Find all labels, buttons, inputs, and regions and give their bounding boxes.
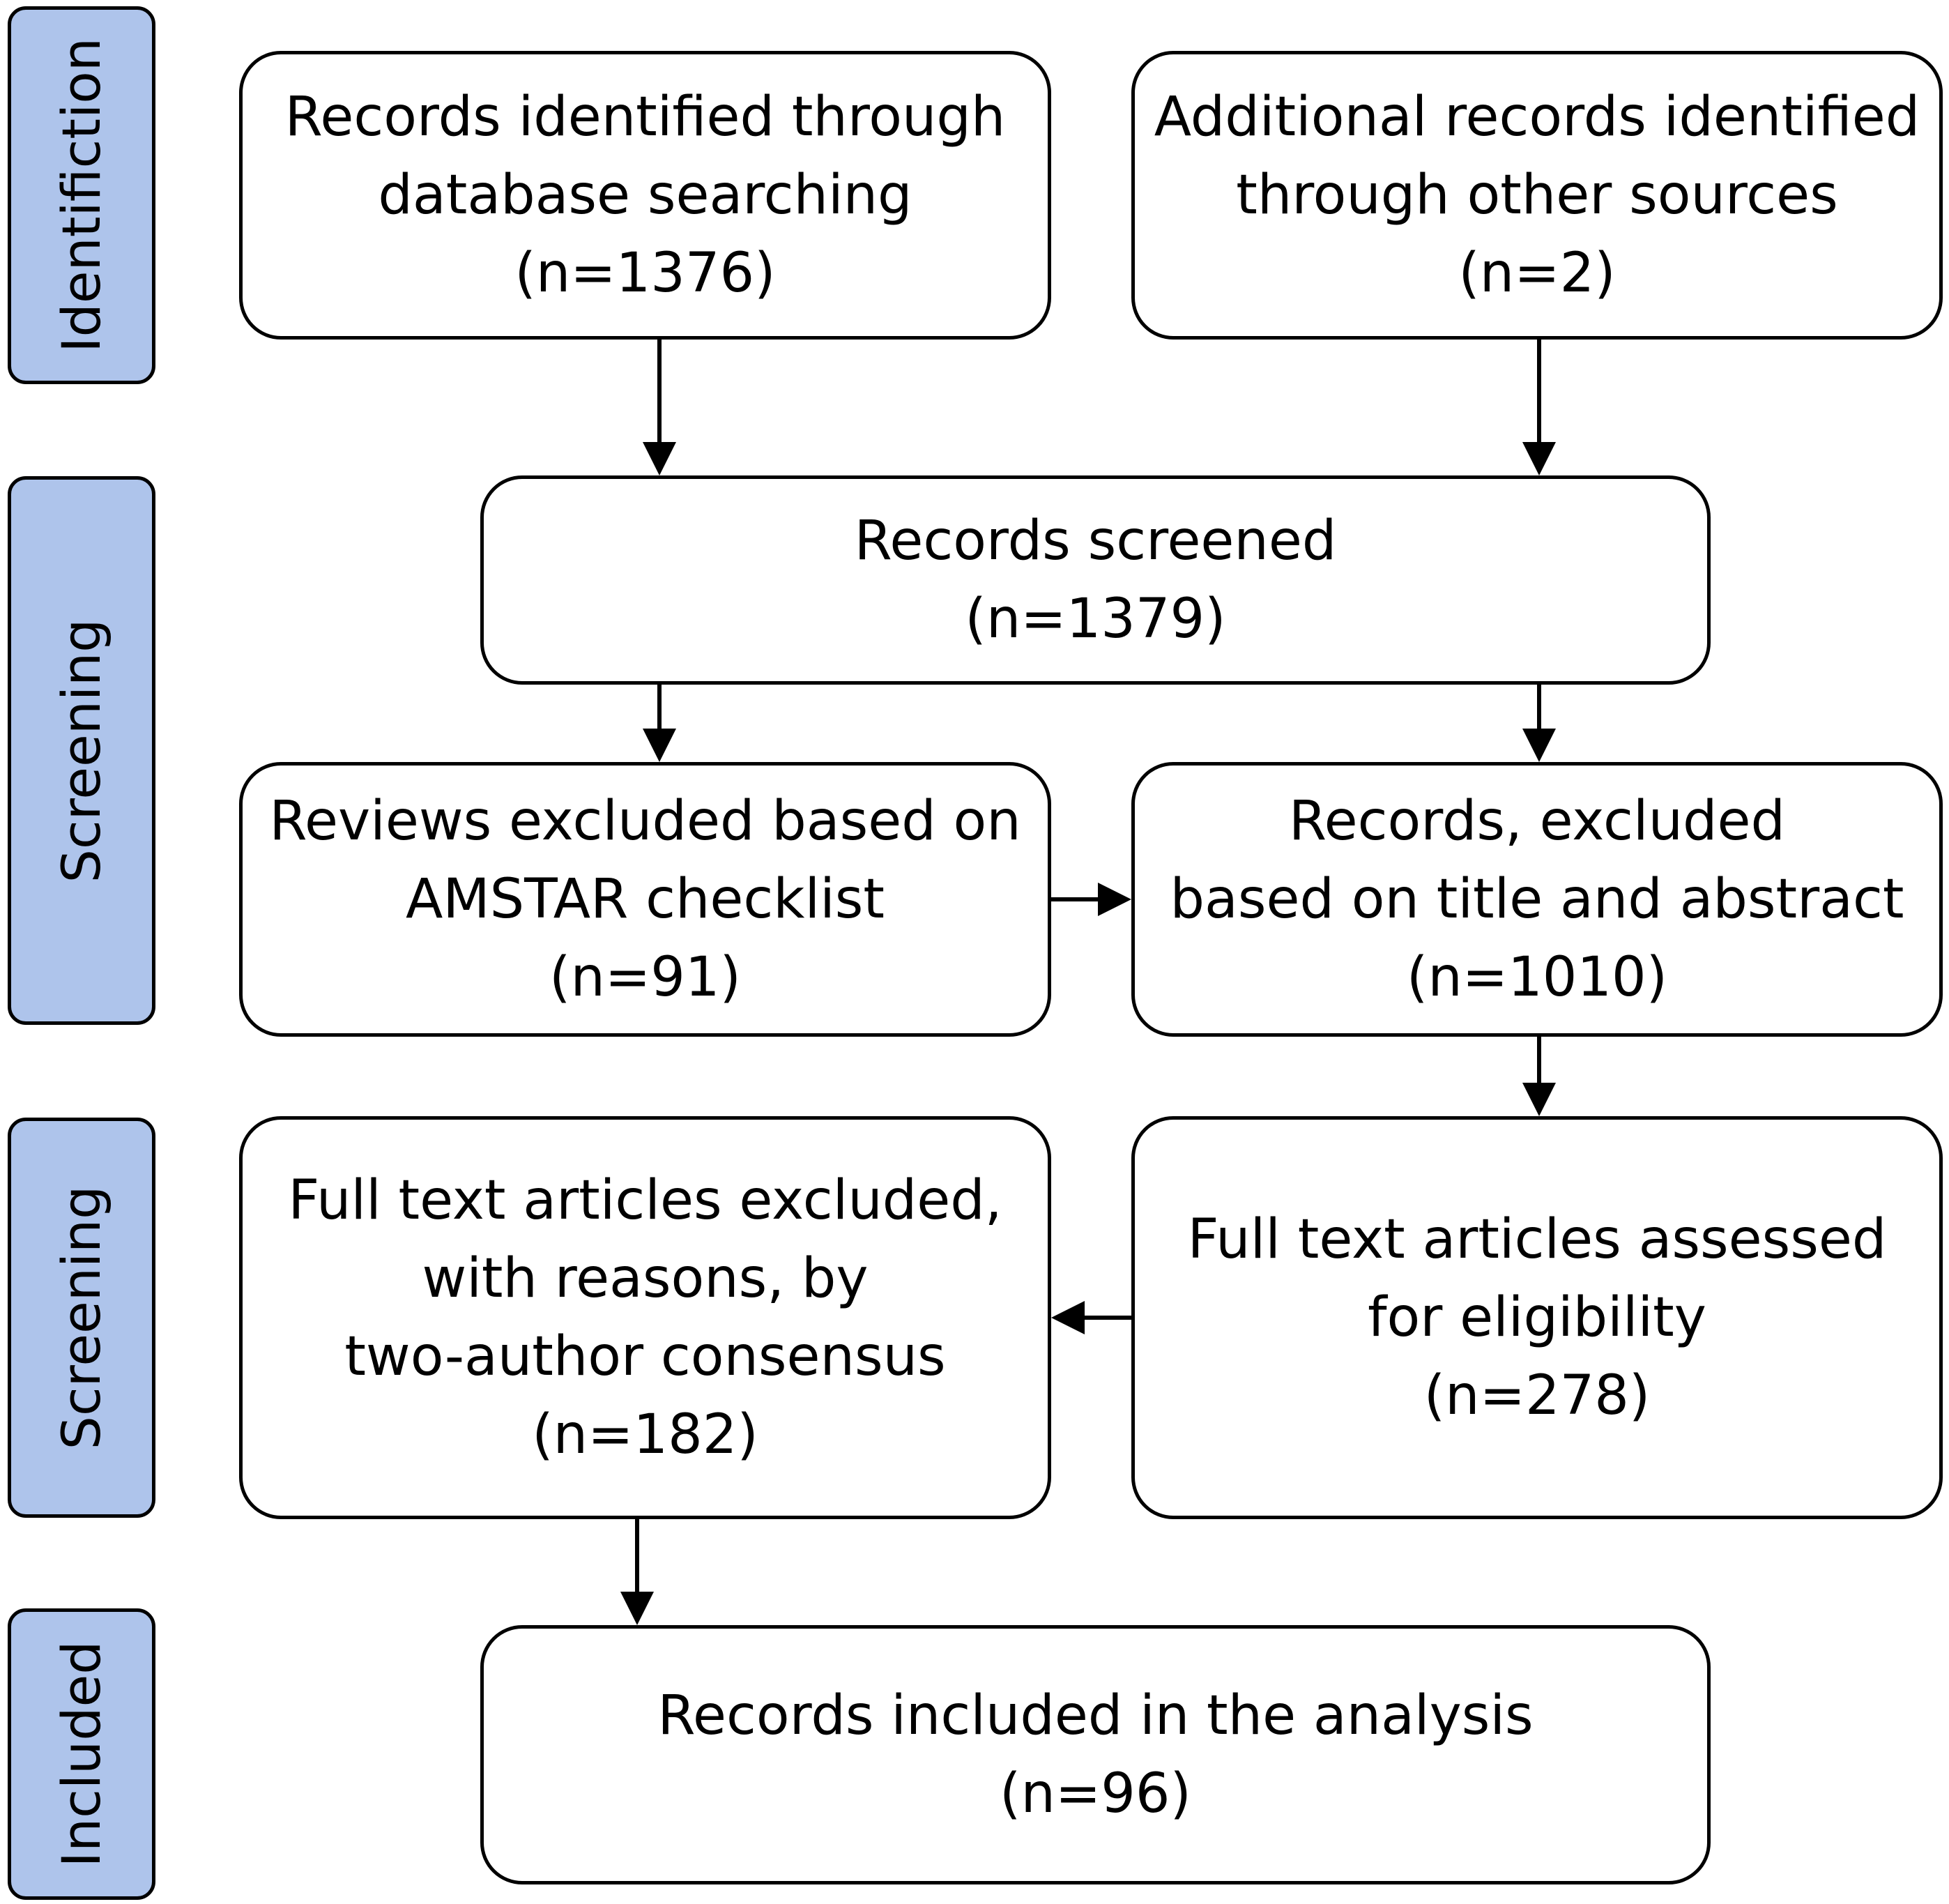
box-amstar-excluded-line-2: AMSTAR checklist: [405, 868, 885, 931]
box-title-abstract-excluded-line-1: Records, excluded: [1288, 790, 1786, 853]
box-other-sources: Additional records identified through ot…: [1131, 51, 1943, 340]
box-records-included-count: (n=96): [1000, 1762, 1191, 1825]
box-title-abstract-excluded: Records, excluded based on title and abs…: [1131, 762, 1943, 1037]
box-records-screened: Records screened (n=1379): [480, 475, 1711, 685]
box-fulltext-assessed-count: (n=278): [1423, 1364, 1651, 1427]
box-fulltext-assessed-line-2: for eligibility: [1368, 1286, 1706, 1349]
box-title-abstract-excluded-count: (n=1010): [1406, 946, 1668, 1009]
box-amstar-excluded: Reviews excluded based on AMSTAR checkli…: [239, 762, 1051, 1037]
stage-screening-2: Screening: [8, 1118, 155, 1518]
box-other-sources-count: (n=2): [1458, 242, 1616, 305]
box-records-included-line-1: Records included in the analysis: [657, 1684, 1534, 1747]
box-records-included: Records included in the analysis (n=96): [480, 1625, 1711, 1884]
box-database-records-line-2: database searching: [378, 164, 912, 227]
box-database-records: Records identified through database sear…: [239, 51, 1051, 340]
box-other-sources-line-1: Additional records identified: [1154, 86, 1920, 148]
box-records-screened-line-1: Records screened: [854, 510, 1337, 572]
stage-screening-1: Screening: [8, 476, 155, 1025]
box-database-records-line-1: Records identified through: [284, 86, 1006, 148]
box-fulltext-excluded-line-1: Full text articles excluded,: [288, 1169, 1002, 1232]
box-fulltext-excluded-line-3: two-author consensus: [344, 1325, 946, 1388]
box-fulltext-excluded-line-2: with reasons, by: [422, 1247, 869, 1310]
box-amstar-excluded-line-1: Reviews excluded based on: [269, 790, 1021, 853]
stage-included: Included: [8, 1608, 155, 1900]
box-records-screened-count: (n=1379): [965, 588, 1226, 650]
box-database-records-count: (n=1376): [514, 242, 776, 305]
box-fulltext-assessed-line-1: Full text articles assessed: [1187, 1208, 1887, 1271]
box-title-abstract-excluded-line-2: based on title and abstract: [1170, 868, 1904, 931]
stage-identification: Identifiction: [8, 6, 155, 384]
box-other-sources-line-2: through other sources: [1236, 164, 1838, 227]
box-fulltext-excluded-count: (n=182): [532, 1403, 758, 1466]
box-amstar-excluded-count: (n=91): [549, 946, 741, 1009]
box-fulltext-excluded: Full text articles excluded, with reason…: [239, 1116, 1051, 1519]
box-fulltext-assessed: Full text articles assessed for eligibil…: [1131, 1116, 1943, 1519]
